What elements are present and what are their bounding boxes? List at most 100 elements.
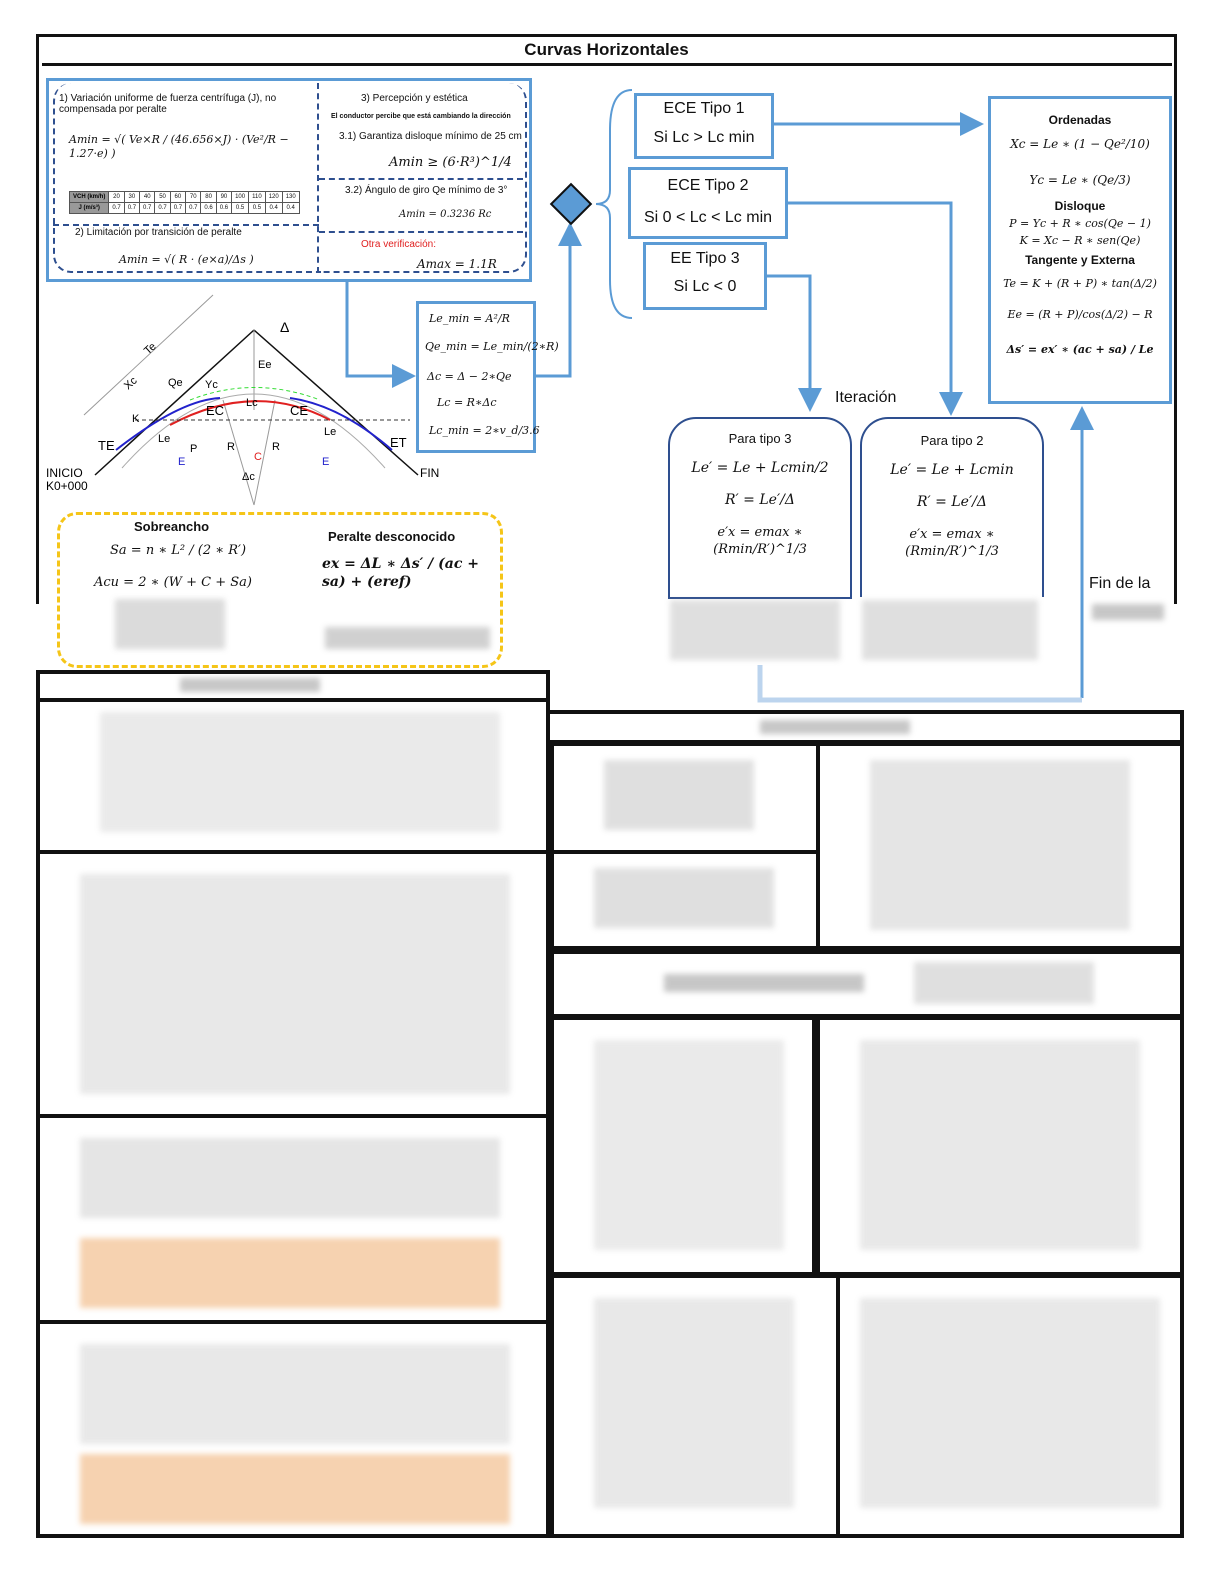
tipo3-condition: Si Lc < 0	[673, 278, 737, 295]
table-cell: 0.7	[139, 202, 156, 214]
blurred-content	[862, 600, 1038, 660]
formula-delta-s: Δs′ = ex′ ∗ (ac + sa) / Le	[1006, 343, 1154, 356]
sobreancho-formula: Sa = n ∗ L² / (2 ∗ R′)	[110, 543, 247, 558]
section-header	[546, 710, 1184, 744]
formula-xc: Xc = Le ∗ (1 − Qe²/10)	[1010, 137, 1150, 151]
criterion-3-note: El conductor percibe que está cambiando …	[331, 113, 511, 120]
tipo3-formula-r: R′ = Le′/Δ	[725, 492, 795, 508]
iteracion-label: Iteración	[835, 389, 897, 406]
disloque-heading: Disloque	[1054, 199, 1106, 213]
acu-formula: Acu = 2 ∗ (W + C + Sa)	[94, 575, 252, 590]
blurred-text	[1092, 604, 1164, 620]
blurred-content	[670, 600, 840, 660]
section-block	[550, 950, 1184, 1018]
tipo2-box-title: Para tipo 2	[920, 433, 984, 448]
criteria-dash-left	[53, 83, 321, 273]
minimum-formulas-box: Le_min = A²/R Qe_min = Le_min/(2∗R) Δc =…	[416, 301, 559, 453]
criterion-2-formula: Amin = √( R · (e×a)/Δs )	[119, 253, 254, 266]
section-table	[36, 850, 550, 1118]
dash-divider	[319, 231, 523, 233]
label-et: ET	[390, 435, 407, 450]
fin-de-la-label: Fin de la	[1089, 575, 1151, 592]
tipo1-condition: Si Lc > Lc min	[653, 129, 755, 146]
section-calculation	[36, 1114, 550, 1324]
top-border	[36, 34, 1177, 37]
label-le-right: Le	[324, 426, 336, 438]
ece-tipo-2-box: ECE Tipo 2 Si 0 < Lc < Lc min	[628, 167, 788, 239]
tipo2-title: ECE Tipo 2	[667, 177, 749, 194]
section-block	[816, 742, 1184, 950]
table-header: J (m/s³)	[68, 202, 110, 214]
section-block	[816, 1016, 1184, 1276]
formula-delta-c: Δc = Δ − 2∗Qe	[427, 370, 512, 383]
right-border	[1174, 34, 1177, 604]
label-ce: CE	[290, 403, 308, 418]
sobreancho-title: Sobreancho	[134, 519, 210, 534]
label-lc: Lc	[246, 397, 258, 409]
formula-ee: Ee = (R + P)/cos(Δ/2) − R	[1007, 308, 1153, 321]
label-te-dim: Te	[142, 341, 159, 358]
criterion-3-title: 3) Percepción y estética	[361, 93, 468, 104]
curve-diagram: Te Xc K Qe Yc Ee Δ EC CE Lc Le Le P R R …	[46, 294, 439, 506]
criterion-31-formula: Amin ≥ (6·R³)^1/4	[389, 155, 512, 170]
tipo2-formula-r: R′ = Le′/Δ	[917, 494, 987, 510]
table-cell: 0.6	[215, 202, 233, 214]
label-e-left: E	[178, 456, 185, 468]
other-verification-formula: Amax = 1.1R	[417, 257, 497, 271]
criteria-dash-right	[317, 83, 527, 273]
para-tipo-2-box: Para tipo 2 Le′ = Le + Lcmin R′ = Le′/Δ …	[860, 417, 1044, 597]
peralte-title: Peralte desconocido	[328, 529, 456, 544]
criterion-32-title: 3.2) Ángulo de giro Qe mínimo de 3°	[345, 185, 508, 196]
label-delta-c: Δc	[242, 471, 255, 483]
tipo2-condition: Si 0 < Lc < Lc min	[643, 209, 773, 226]
tipo2-formula-le: Le′ = Le + Lcmin	[890, 462, 1014, 478]
label-p: P	[190, 443, 197, 455]
section-block	[550, 1274, 840, 1538]
label-inicio: INICIO	[46, 466, 83, 480]
formula-le-min: Le_min = A²/R	[429, 312, 510, 325]
tipo1-title: ECE Tipo 1	[663, 100, 745, 117]
sobreancho-peralte-box: Sobreancho Sa = n ∗ L² / (2 ∗ R′) Acu = …	[57, 512, 503, 668]
section-block	[836, 1274, 1184, 1538]
formula-yc: Yc = Le ∗ (Qe/3)	[1029, 173, 1131, 187]
table-cell: 0.4	[281, 202, 300, 214]
para-tipo-3-box: Para tipo 3 Le′ = Le + Lcmin/2 R′ = Le′/…	[668, 417, 852, 599]
criterion-1-formula: Amin = √( Ve×R / (46.656×J) · (Ve²/R − 1…	[69, 133, 289, 160]
formula-k: K = Xc − R ∗ sen(Qe)	[1019, 234, 1141, 247]
tipo2-formula-ex: e′x = emax ∗ (Rmin/R′)^1/3	[905, 527, 999, 559]
section-profile	[36, 698, 550, 854]
page-title: Curvas Horizontales	[524, 40, 689, 59]
other-verification-title: Otra verificación:	[361, 239, 437, 250]
criterion-32-formula: Amin = 0.3236 Rc	[399, 209, 492, 220]
label-delta: Δ	[280, 319, 289, 335]
criterion-1-title: 1) Variación uniforme de fuerza centrífu…	[59, 93, 277, 115]
title-divider	[42, 63, 1172, 66]
table-cell: 0.7	[154, 202, 171, 214]
section-block	[550, 742, 820, 854]
label-ee: Ee	[258, 359, 271, 371]
section-block	[550, 1016, 816, 1276]
ordenadas-box: Ordenadas Xc = Le ∗ (1 − Qe²/10) Yc = Le…	[988, 96, 1172, 404]
tipo3-formula-le: Le′ = Le + Lcmin/2	[691, 460, 829, 476]
formula-lc-min: Lc_min = 2∗v_d/3.6	[429, 424, 540, 437]
label-r-right: R	[272, 441, 280, 453]
ece-tipo-1-box: ECE Tipo 1 Si Lc > Lc min	[634, 93, 774, 159]
label-fin: FIN	[420, 466, 439, 480]
label-ec: EC	[206, 403, 224, 418]
criterion-31-title: 3.1) Garantiza disloque mínimo de 25 cm	[339, 131, 522, 142]
ee-tipo-3-box: EE Tipo 3 Si Lc < 0	[643, 242, 767, 310]
tipo3-title: EE Tipo 3	[670, 250, 740, 267]
peralte-formula: ex = ΔL ∗ Δs′ / (ac + sa) + (eref)	[322, 556, 479, 590]
left-border	[36, 34, 39, 604]
formula-lc: Lc = R∗Δc	[437, 396, 497, 409]
label-c: C	[254, 451, 262, 463]
ordenadas-heading: Ordenadas	[1048, 113, 1112, 127]
criteria-box: 1) Variación uniforme de fuerza centrífu…	[46, 78, 532, 282]
formula-qe-min: Qe_min = Le_min/(2∗R)	[425, 340, 559, 353]
tipo3-box-title: Para tipo 3	[728, 431, 792, 446]
blurred-content	[325, 627, 490, 649]
dash-divider	[319, 178, 523, 180]
table-cell: 130	[281, 191, 300, 203]
